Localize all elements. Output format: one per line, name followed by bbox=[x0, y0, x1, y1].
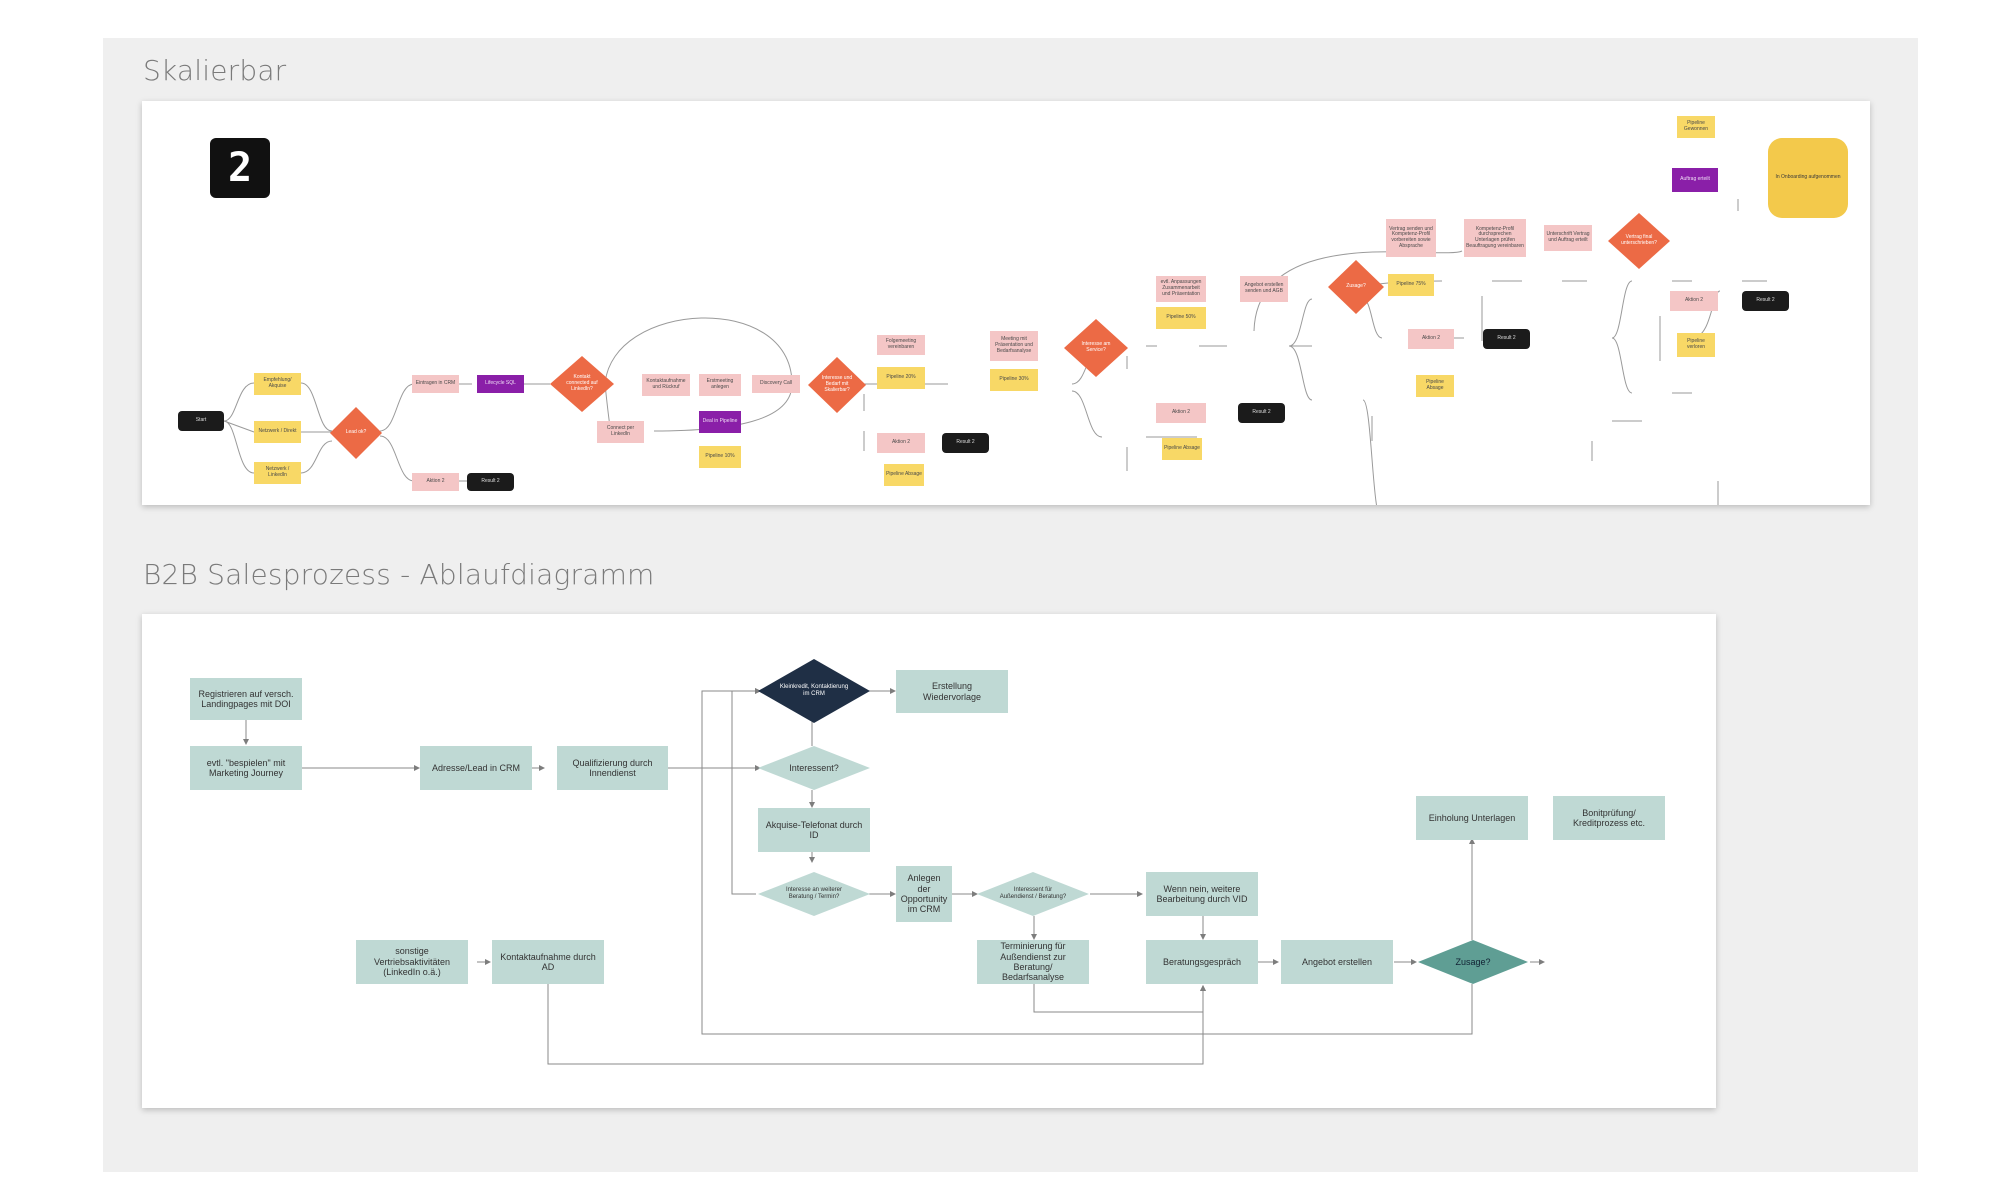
node-aktion-c[interactable]: Aktion 2 bbox=[1156, 403, 1206, 423]
node-einholung-unterlagen[interactable]: Einholung Unterlagen bbox=[1416, 796, 1528, 840]
decision-zusage-top[interactable]: Zusage? bbox=[1328, 260, 1384, 314]
node-terminierung-ad[interactable]: Terminierung für Außendienst zur Beratun… bbox=[977, 940, 1089, 984]
connector-lines-b2b bbox=[243, 688, 1612, 1065]
section-title-b2b: B2B Salesprozess - Ablaufdiagramm bbox=[143, 558, 655, 591]
decision-kleinkredit[interactable]: Kleinkredit, Kontaktierung im CRM bbox=[758, 659, 870, 723]
node-beratungsgespraech[interactable]: Beratungsgespräch bbox=[1146, 940, 1258, 984]
decision-interest-need[interactable]: Interesse und Bedarf mit Skalierbar? bbox=[808, 357, 866, 413]
flowchart-board-b2b[interactable]: Registrieren auf versch. Landingpages mi… bbox=[142, 614, 1716, 1108]
node-bespielen[interactable]: evtl. "bespielen" mit Marketing Journey bbox=[190, 746, 302, 790]
node-aktion-b[interactable]: Aktion 2 bbox=[877, 433, 925, 453]
node-result-b[interactable]: Result 2 bbox=[942, 433, 989, 453]
node-pipeline-verloren[interactable]: Pipeline verloren bbox=[1677, 333, 1715, 357]
node-pipeline-75[interactable]: Pipeline 75% bbox=[1388, 274, 1434, 296]
logo-badge: 2 bbox=[210, 138, 270, 198]
node-pipeline-10[interactable]: Pipeline 10% bbox=[699, 446, 741, 468]
node-meeting-praesentation[interactable]: Meeting mit Präsentation und Bedarfsanal… bbox=[990, 331, 1038, 361]
node-vertrag-senden[interactable]: Vertrag senden und Kompetenz-Profil vorb… bbox=[1386, 219, 1436, 257]
node-connect-linkedin[interactable]: Connect per LinkedIn bbox=[597, 421, 644, 443]
node-aktion-e[interactable]: Aktion 2 bbox=[1670, 291, 1718, 311]
decision-vertrag-final[interactable]: Vertrag final unterschrieben? bbox=[1608, 213, 1670, 269]
node-qualifizierung[interactable]: Qualifizierung durch Innendienst bbox=[557, 746, 668, 790]
node-pipeline-absage-3[interactable]: Pipeline Absage bbox=[1416, 375, 1454, 397]
node-result-d[interactable]: Result 2 bbox=[1483, 329, 1530, 349]
node-kompetenz-profil[interactable]: Kompetenz-Profil durchsprechen Unterlage… bbox=[1464, 219, 1526, 257]
node-auftrag-erteilt[interactable]: Auftrag erteilt bbox=[1672, 168, 1718, 192]
node-adresse-crm[interactable]: Adresse/Lead in CRM bbox=[420, 746, 532, 790]
node-weitere-bearbeitung-vid[interactable]: Wenn nein, weitere Bearbeitung durch VID bbox=[1146, 872, 1258, 916]
node-bonitaetspruefung[interactable]: Bonitprüfung/ Kreditprozess etc. bbox=[1553, 796, 1665, 840]
decision-weitere-beratung[interactable]: Interesse an weiterer Beratung / Termin? bbox=[758, 872, 870, 916]
flowchart-board-skalierbar[interactable]: 2 Start Empfehlung/ Akquise Netzwerk / D… bbox=[142, 101, 1870, 505]
node-pipeline-gewonnen[interactable]: Pipeline Gewonnen bbox=[1677, 116, 1715, 138]
node-crm-entry[interactable]: Eintragen in CRM bbox=[412, 375, 459, 393]
node-pipeline-absage-2[interactable]: Pipeline Absage bbox=[1162, 438, 1202, 460]
decision-linkedin-connected[interactable]: Kontakt connected auf LinkedIn? bbox=[550, 356, 614, 412]
node-followup-meeting[interactable]: Folgemeeting vereinbaren bbox=[877, 335, 925, 355]
node-angebot-erstellen[interactable]: Angebot erstellen bbox=[1281, 940, 1393, 984]
node-pipeline-50[interactable]: Pipeline 50% bbox=[1156, 307, 1206, 329]
decision-aussendienst[interactable]: Interessent für Außendienst / Beratung? bbox=[977, 872, 1089, 916]
node-aktion-d[interactable]: Aktion 2 bbox=[1408, 329, 1454, 349]
node-deal-pipeline[interactable]: Deal in Pipeline bbox=[699, 411, 741, 433]
node-result-c[interactable]: Result 2 bbox=[1238, 403, 1285, 423]
node-start[interactable]: Start bbox=[178, 411, 224, 431]
node-source-2[interactable]: Netzwerk / Direkt bbox=[254, 421, 301, 443]
decision-service-interest[interactable]: Interesse am Service? bbox=[1064, 319, 1128, 377]
node-first-meeting[interactable]: Erstmeeting anlegen bbox=[699, 374, 741, 396]
node-unterschrift[interactable]: Unterschrift Vertrag und Auftrag erteilt bbox=[1544, 225, 1592, 251]
node-opportunity-crm[interactable]: Anlegen der Opportunity im CRM bbox=[896, 866, 952, 922]
node-anpassungen[interactable]: evtl. Anpassungen Zusammenarbeit und Prä… bbox=[1156, 276, 1206, 302]
node-result-a[interactable]: Result 2 bbox=[467, 473, 514, 491]
decision-lead-ok[interactable]: Lead ok? bbox=[330, 407, 382, 459]
decision-zusage[interactable]: Zusage? bbox=[1418, 940, 1528, 984]
node-result-e[interactable]: Result 2 bbox=[1742, 291, 1789, 311]
node-aktion-a[interactable]: Aktion 2 bbox=[412, 473, 459, 491]
node-source-3[interactable]: Netzwerk / LinkedIn bbox=[254, 462, 301, 484]
node-angebot-agb[interactable]: Angebot erstellen senden und AGB bbox=[1240, 276, 1288, 302]
node-lifecycle-sql[interactable]: Lifecycle SQL bbox=[477, 375, 524, 393]
node-discovery-call[interactable]: Discovery Call bbox=[752, 375, 800, 393]
node-contact-callback[interactable]: Kontaktaufnahme und Rückruf bbox=[642, 374, 690, 396]
connector-lines bbox=[223, 199, 1807, 505]
node-registrieren[interactable]: Registrieren auf versch. Landingpages mi… bbox=[190, 678, 302, 720]
whiteboard-canvas[interactable]: Skalierbar bbox=[103, 38, 1918, 1172]
node-akquise-telefonat[interactable]: Akquise-Telefonat durch ID bbox=[758, 808, 870, 852]
node-wiedervorlage[interactable]: Erstellung Wiedervorlage bbox=[896, 670, 1008, 713]
node-kontakt-ad[interactable]: Kontaktaufnahme durch AD bbox=[492, 940, 604, 984]
node-onboarding-end[interactable]: In Onboarding aufgenommen bbox=[1768, 138, 1848, 218]
node-source-1[interactable]: Empfehlung/ Akquise bbox=[254, 373, 301, 395]
node-pipeline-absage-1[interactable]: Pipeline Absage bbox=[884, 464, 924, 486]
node-pipeline-30[interactable]: Pipeline 30% bbox=[990, 369, 1038, 391]
decision-interessent[interactable]: Interessent? bbox=[758, 746, 870, 790]
section-title-skalierbar: Skalierbar bbox=[143, 54, 287, 87]
node-pipeline-20[interactable]: Pipeline 20% bbox=[877, 367, 925, 389]
node-sonstige-aktivitaeten[interactable]: sonstige Vertriebsaktivitäten (LinkedIn … bbox=[356, 940, 468, 984]
